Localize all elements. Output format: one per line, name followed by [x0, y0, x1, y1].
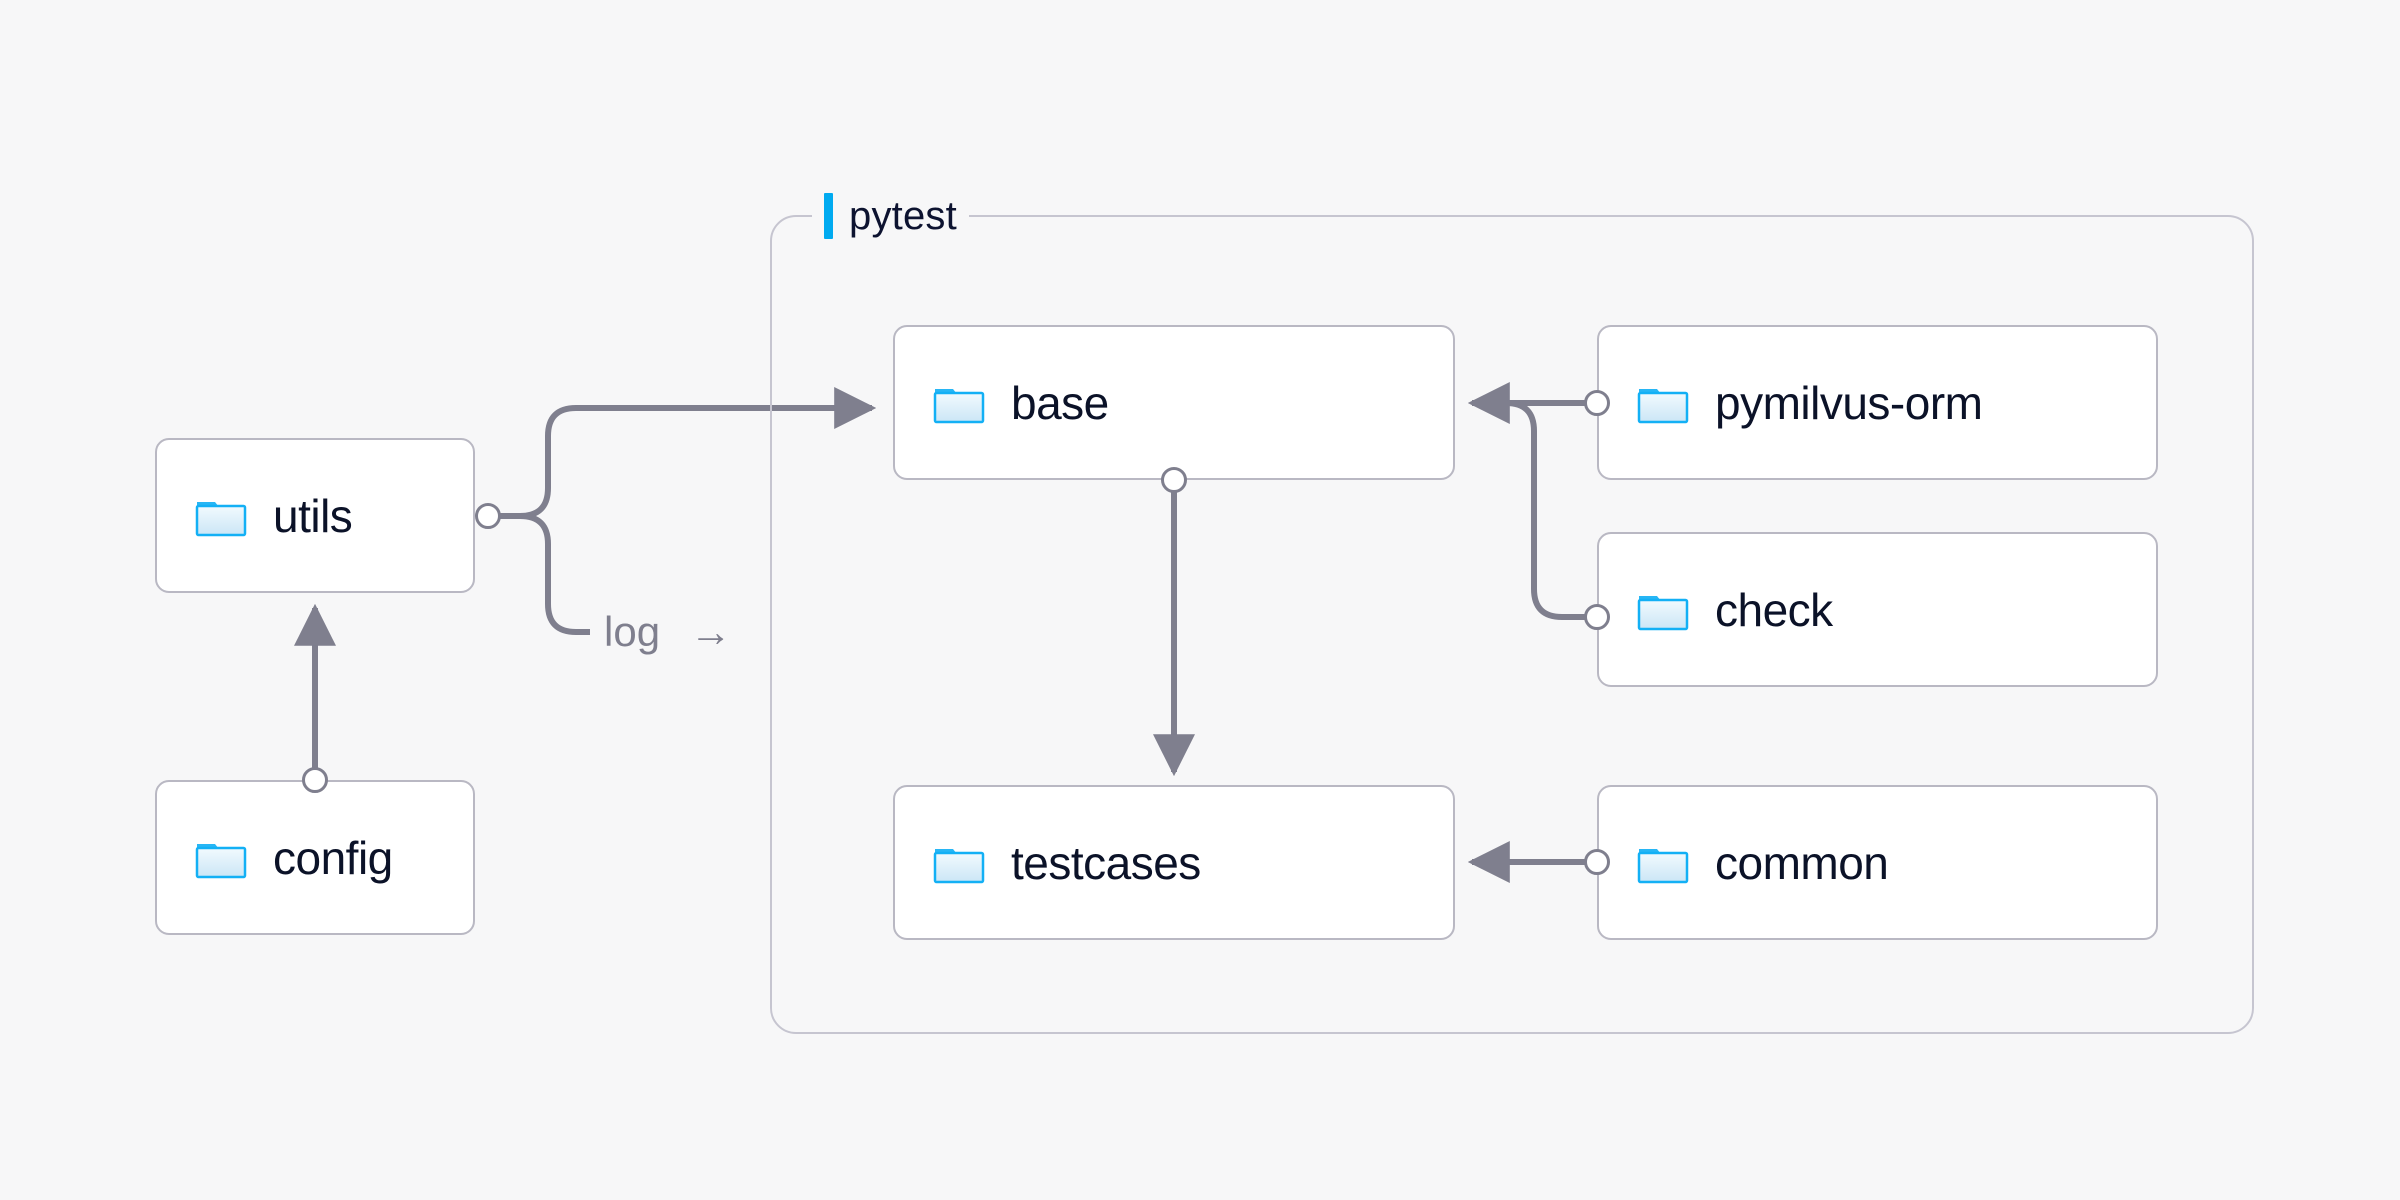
arrow-right-icon: → — [689, 608, 732, 655]
port-utils-right[interactable] — [475, 503, 501, 529]
node-pymilvus-orm-label: pymilvus-orm — [1715, 376, 1983, 429]
port-base-bottom[interactable] — [1161, 467, 1187, 493]
node-common-label: common — [1715, 836, 1889, 889]
node-config[interactable]: config — [155, 780, 475, 935]
node-check[interactable]: check — [1597, 532, 2158, 687]
folder-icon — [933, 848, 985, 883]
port-pymilvus-orm-left[interactable] — [1584, 390, 1610, 416]
node-base[interactable]: base — [893, 325, 1455, 480]
port-common-left[interactable] — [1584, 849, 1610, 875]
group-accent-bar — [824, 193, 833, 239]
port-config-top[interactable] — [302, 767, 328, 793]
node-testcases-label: testcases — [1011, 836, 1201, 889]
folder-icon — [195, 501, 247, 536]
node-pymilvus-orm[interactable]: pymilvus-orm — [1597, 325, 2158, 480]
folder-icon — [1637, 848, 1689, 883]
folder-icon — [195, 843, 247, 878]
node-testcases[interactable]: testcases — [893, 785, 1455, 940]
node-utils[interactable]: utils — [155, 438, 475, 593]
node-base-label: base — [1011, 376, 1109, 429]
node-check-label: check — [1715, 583, 1833, 636]
node-common[interactable]: common — [1597, 785, 2158, 940]
port-check-left[interactable] — [1584, 604, 1610, 630]
folder-icon — [933, 388, 985, 423]
edge-label-log-text: log — [604, 608, 661, 655]
node-config-label: config — [273, 831, 393, 884]
folder-icon — [1637, 595, 1689, 630]
group-title: pytest — [849, 193, 957, 238]
folder-icon — [1637, 388, 1689, 423]
edge-label-log: log → — [604, 608, 732, 656]
group-pytest[interactable] — [770, 215, 2254, 1034]
edge-utils-log — [488, 513, 590, 635]
group-pytest-label: pytest — [812, 190, 969, 242]
node-utils-label: utils — [273, 489, 353, 542]
